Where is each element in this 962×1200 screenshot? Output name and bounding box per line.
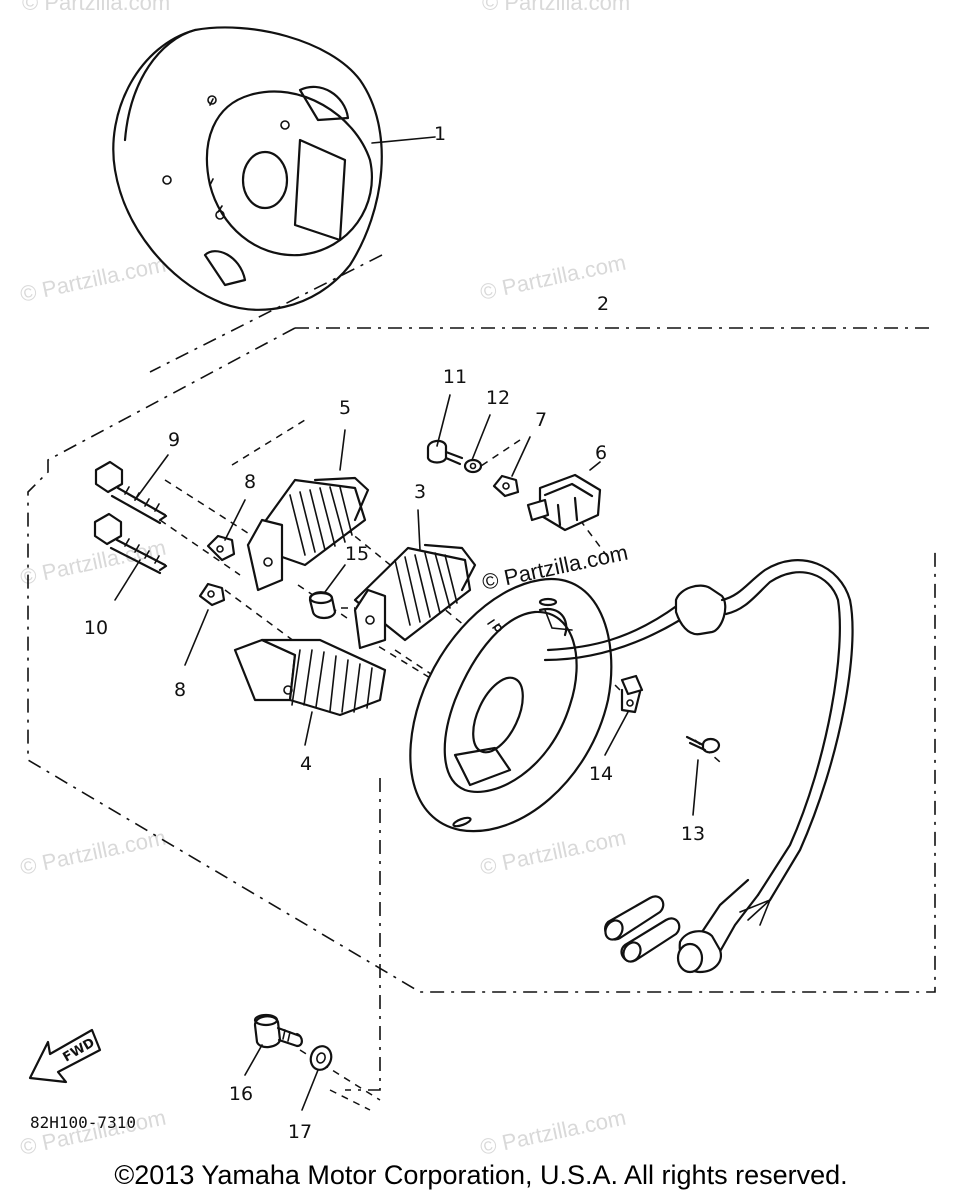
clip-8-upper xyxy=(206,534,236,562)
callout-10: 10 xyxy=(84,617,108,639)
callout-17: 17 xyxy=(288,1121,312,1143)
callout-2: 2 xyxy=(597,293,609,315)
callout-12: 12 xyxy=(486,387,510,409)
watermark: © Partzilla.com xyxy=(482,0,630,15)
coil-4 xyxy=(233,638,387,717)
callout-13: 13 xyxy=(681,823,705,845)
watermark: © Partzilla.com xyxy=(18,535,168,590)
callout-7: 7 xyxy=(535,409,547,431)
callout-8-lower: 8 xyxy=(174,679,186,701)
watermark: © Partzilla.com xyxy=(478,1105,628,1160)
spacer-15 xyxy=(308,591,337,620)
screw-11 xyxy=(426,439,464,466)
bolt-10 xyxy=(93,512,168,575)
screw-13 xyxy=(685,735,721,754)
watermark: © Partzilla.com xyxy=(22,0,170,15)
leader-lines xyxy=(114,394,699,1111)
callout-14: 14 xyxy=(589,763,613,785)
watermark: © Partzilla.com xyxy=(478,825,628,880)
callout-16: 16 xyxy=(229,1083,253,1105)
bolt-9 xyxy=(94,460,168,525)
diagram-code: 82H100-7310 xyxy=(30,1113,136,1132)
bullet-connectors xyxy=(604,895,722,974)
callout-3: 3 xyxy=(414,481,426,503)
watermark: © Partzilla.com xyxy=(18,825,168,880)
callout-numbers: 1 2 3 4 5 6 7 8 8 9 10 11 12 13 14 15 16… xyxy=(84,123,705,1143)
callout-5: 5 xyxy=(339,397,351,419)
clip-7 xyxy=(492,474,520,498)
callout-1: 1 xyxy=(434,123,446,145)
washer-12 xyxy=(463,458,483,474)
rotor-part xyxy=(112,26,436,311)
callout-11: 11 xyxy=(443,366,467,388)
coil-3 xyxy=(353,543,477,650)
copyright-notice: ©2013 Yamaha Motor Corporation, U.S.A. A… xyxy=(114,1160,847,1190)
clamp-14 xyxy=(620,674,644,714)
connector-6 xyxy=(526,473,602,532)
callout-15: 15 xyxy=(345,543,369,565)
callout-6: 6 xyxy=(595,442,607,464)
washer-17 xyxy=(309,1045,333,1071)
stator-plate xyxy=(409,577,613,833)
bolt-16 xyxy=(253,1013,303,1049)
callout-9: 9 xyxy=(168,429,180,451)
clip-8-lower xyxy=(198,582,226,607)
fwd-arrow-icon: FWD xyxy=(28,1028,102,1084)
coil-5 xyxy=(246,476,370,592)
callout-8-upper: 8 xyxy=(244,471,256,493)
watermark: © Partzilla.com xyxy=(18,252,168,307)
callout-4: 4 xyxy=(300,753,312,775)
wiring-harness xyxy=(543,559,854,957)
